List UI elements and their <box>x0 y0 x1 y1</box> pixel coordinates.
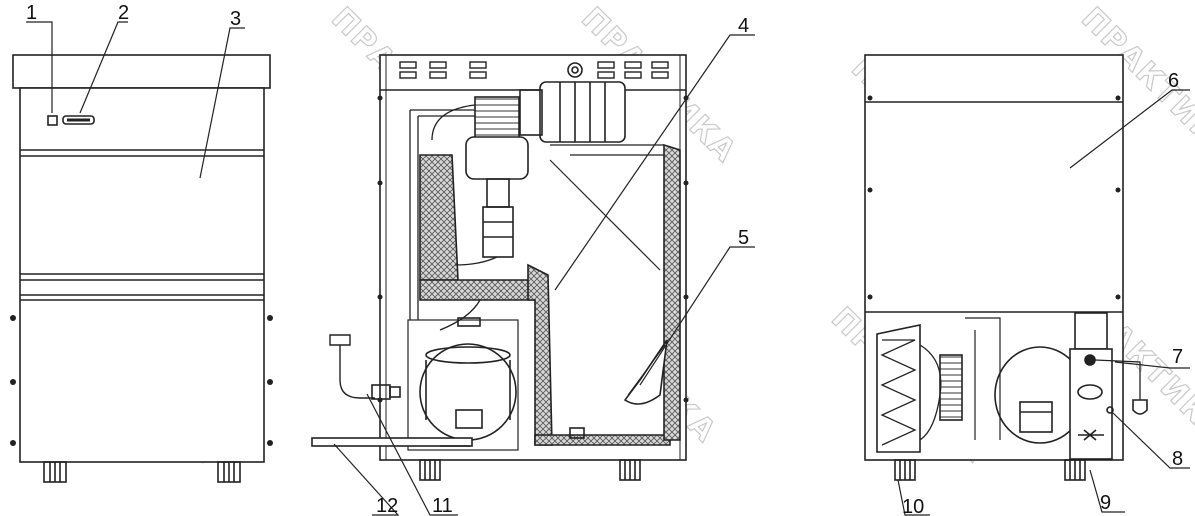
callout-labels: 1 2 3 4 5 6 7 8 9 10 11 12 <box>26 2 1183 516</box>
rear-view <box>864 54 1190 516</box>
callout-10: 10 <box>902 496 924 516</box>
callout-5: 5 <box>738 227 749 249</box>
callout-6: 6 <box>1168 70 1179 92</box>
callout-7: 7 <box>1172 346 1183 368</box>
callout-4: 4 <box>738 15 749 37</box>
callout-1: 1 <box>26 2 37 24</box>
side-section-view <box>311 34 755 516</box>
callout-12: 12 <box>376 495 398 516</box>
callout-3: 3 <box>230 8 241 30</box>
callout-11: 11 <box>432 495 453 516</box>
callout-2: 2 <box>118 2 129 24</box>
callout-9: 9 <box>1100 492 1111 514</box>
callout-8: 8 <box>1172 448 1183 470</box>
front-view <box>10 21 273 483</box>
